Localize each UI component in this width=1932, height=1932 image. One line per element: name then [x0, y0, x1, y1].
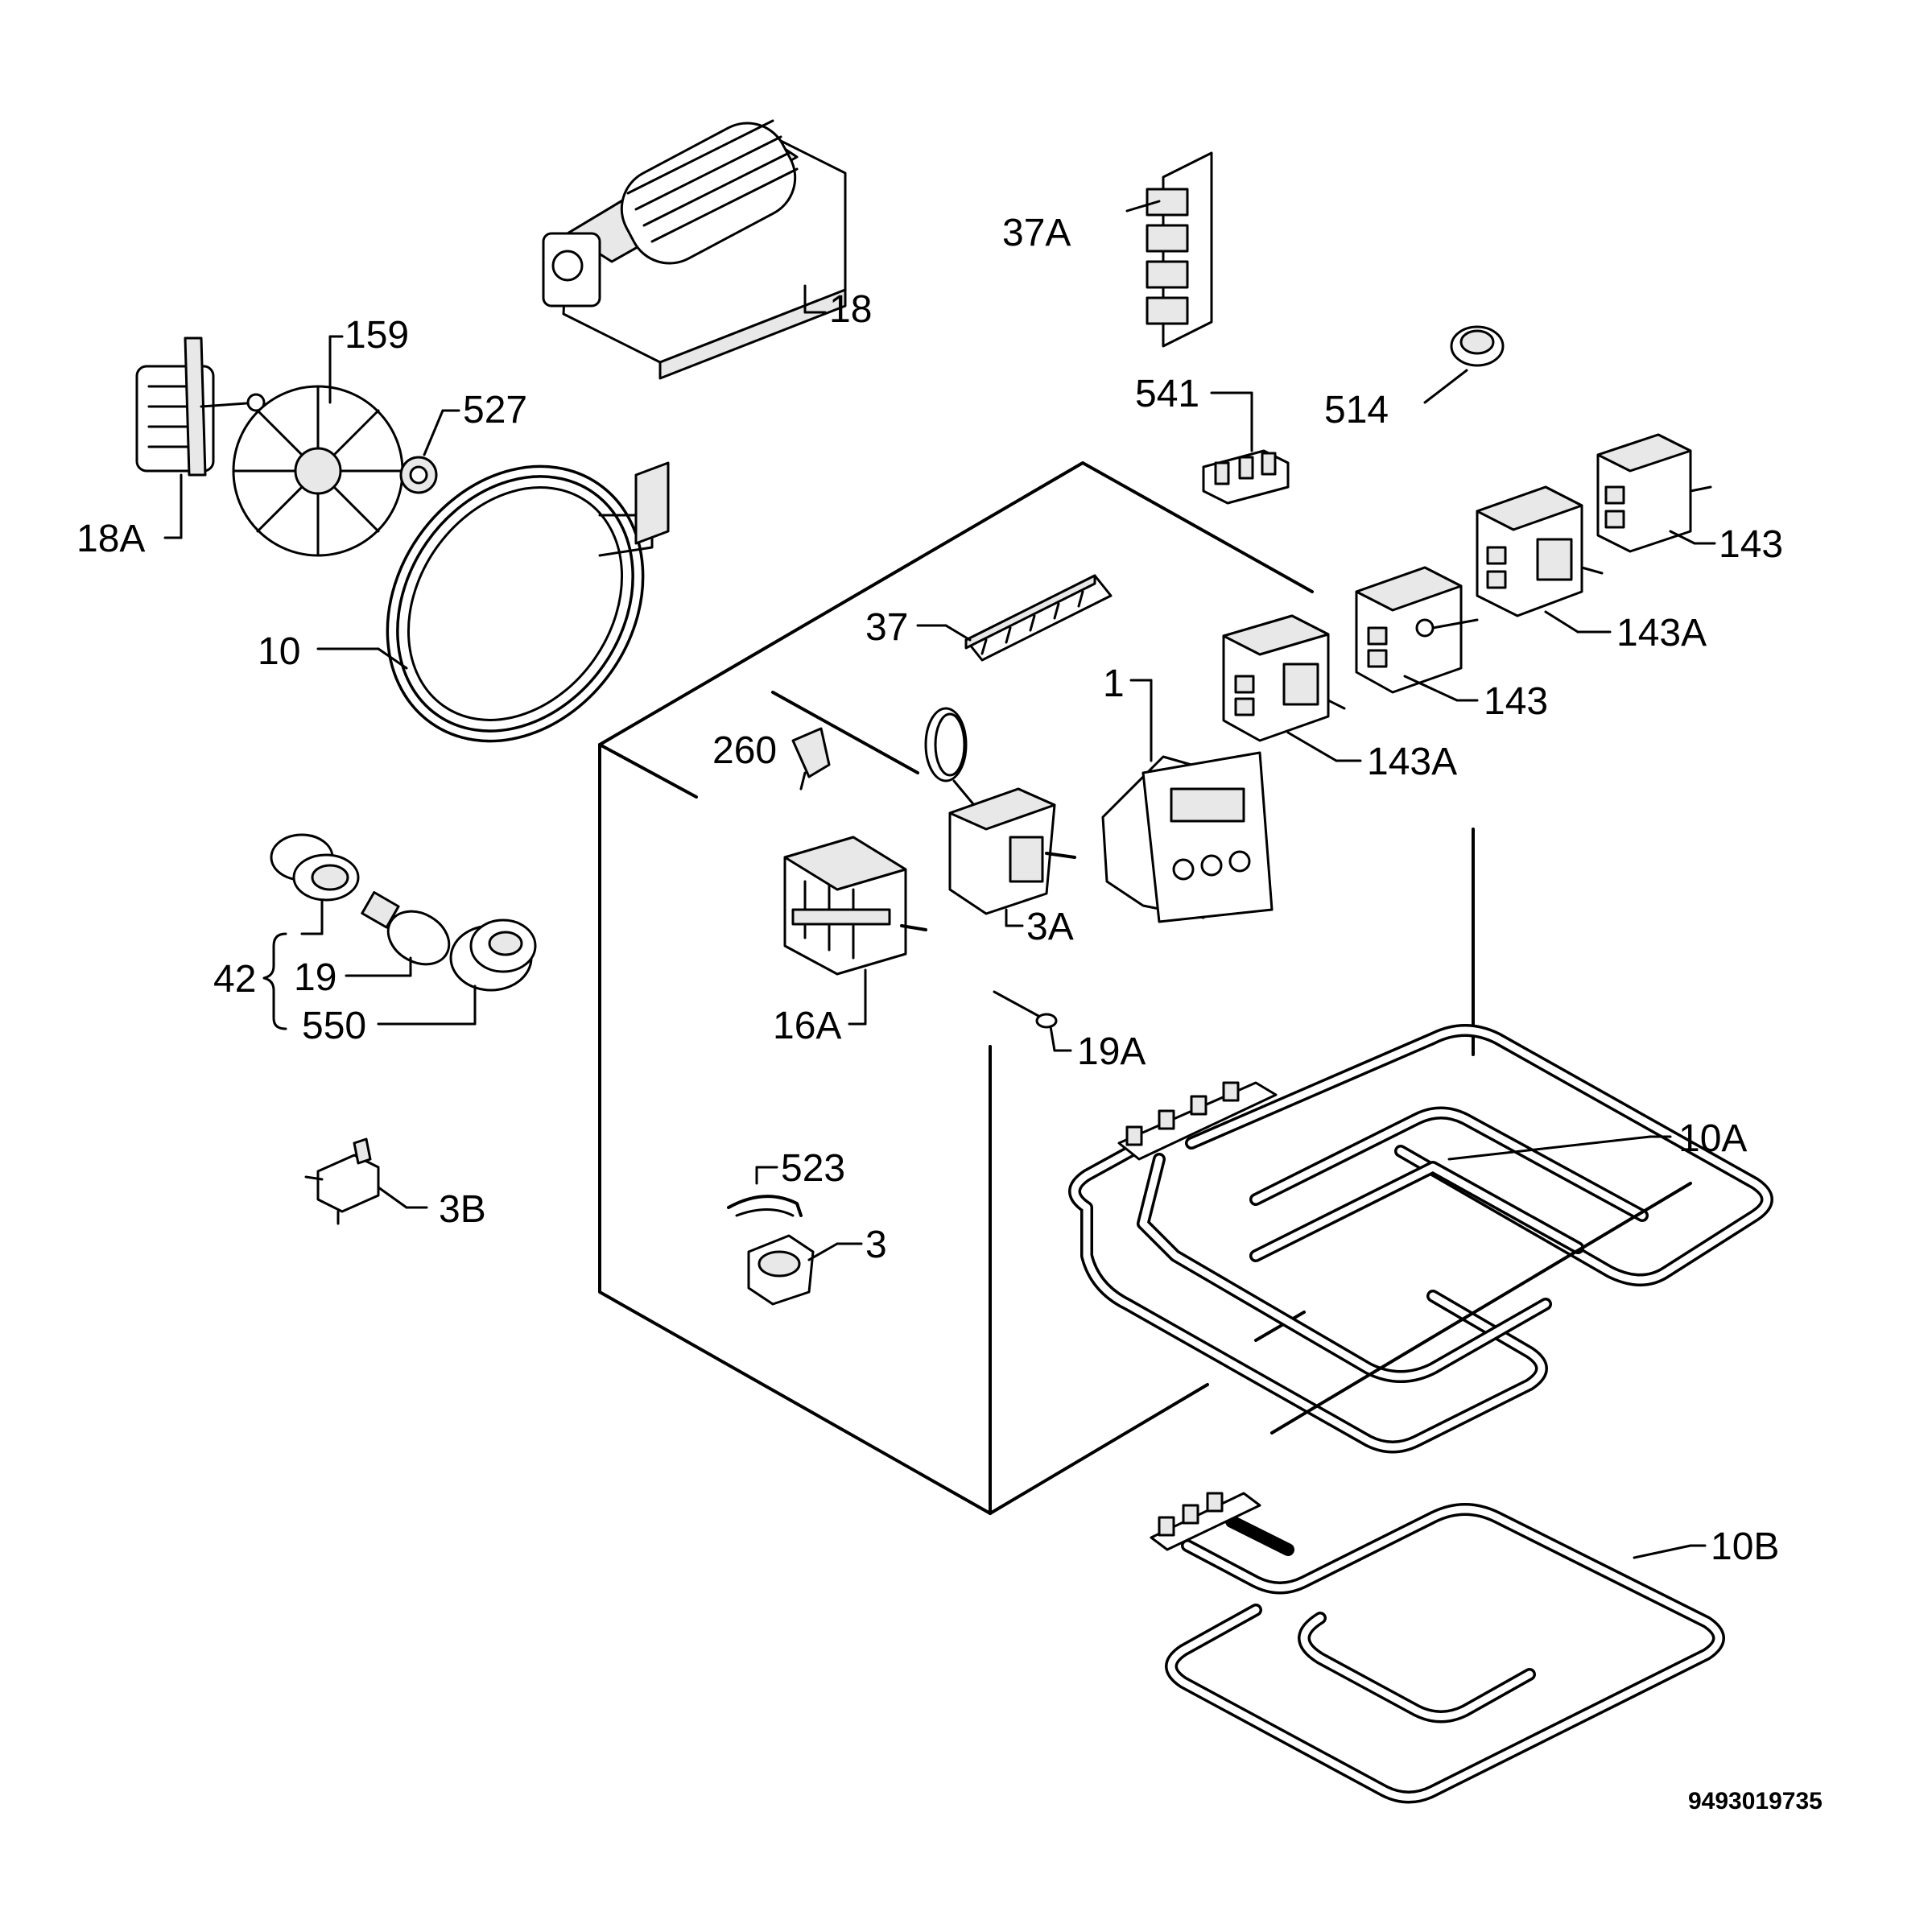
document-number: 9493019735	[1688, 1788, 1823, 1814]
label-19: 19	[294, 956, 336, 999]
label-37: 37	[865, 606, 908, 649]
label-541: 541	[1135, 373, 1199, 415]
fan-nut-part	[399, 409, 460, 494]
sensor-19a-part	[993, 990, 1072, 1052]
label-3b: 3B	[439, 1188, 486, 1231]
clip-523-part	[727, 1166, 803, 1217]
label-37a: 37A	[1002, 212, 1071, 254]
label-10a: 10A	[1678, 1117, 1747, 1160]
lamp-assembly-bracket	[262, 932, 287, 1030]
label-523: 523	[781, 1147, 845, 1190]
tangential-fan-part	[542, 119, 847, 380]
bottom-heating-element-part	[1150, 1492, 1725, 1804]
label-1: 1	[1103, 663, 1125, 705]
switch-143a-top-part	[1476, 485, 1612, 634]
label-18: 18	[829, 288, 872, 331]
circular-heating-element-part	[316, 461, 670, 743]
label-19a: 19A	[1077, 1030, 1146, 1073]
thermal-cutout-3-part	[747, 1234, 863, 1306]
lamp-cover-part	[377, 919, 537, 1026]
switch-143a-mid-part	[1222, 614, 1362, 762]
switch-143-top-part	[1596, 433, 1716, 553]
label-10: 10	[258, 630, 300, 673]
grill-heating-element-part	[1068, 1024, 1773, 1454]
thermal-fuse-3b-part	[304, 1137, 428, 1225]
label-16a: 16A	[773, 1005, 841, 1047]
lamp-bulb-part	[345, 891, 451, 977]
label-10b: 10B	[1711, 1525, 1779, 1568]
label-3: 3	[865, 1224, 887, 1266]
label-260: 260	[712, 729, 777, 772]
clip-260-part	[791, 727, 831, 791]
callout-labels: 18 37A 159 527 541 514 18A 143 143A 10 3…	[76, 212, 1823, 1814]
label-143a-mid: 143A	[1367, 741, 1457, 783]
label-3a: 3A	[1026, 906, 1074, 948]
lamp-socket-part	[270, 833, 360, 935]
label-143a-top: 143A	[1616, 612, 1707, 654]
label-42: 42	[213, 958, 256, 1001]
label-143-top: 143	[1719, 523, 1783, 566]
label-18a: 18A	[76, 518, 145, 560]
timer-clock-module-part	[1101, 679, 1274, 923]
grommet-514-part	[1423, 325, 1505, 404]
label-143-mid: 143	[1484, 680, 1548, 723]
selector-switch-16a-part	[783, 836, 927, 1026]
fan-blade-part	[232, 335, 404, 557]
connector-541-part	[1202, 391, 1290, 505]
label-550: 550	[302, 1005, 366, 1047]
switch-143-mid-part	[1355, 566, 1479, 702]
fan-motor-part	[135, 336, 266, 539]
label-527: 527	[463, 389, 527, 431]
oven-cabinet-outline	[598, 461, 1475, 1515]
label-159: 159	[345, 314, 409, 357]
terminal-strip-37a-part	[1125, 151, 1213, 348]
terminal-block-37-part	[916, 574, 1113, 662]
thermostat-3a-part	[771, 691, 1076, 927]
label-514: 514	[1324, 389, 1389, 431]
